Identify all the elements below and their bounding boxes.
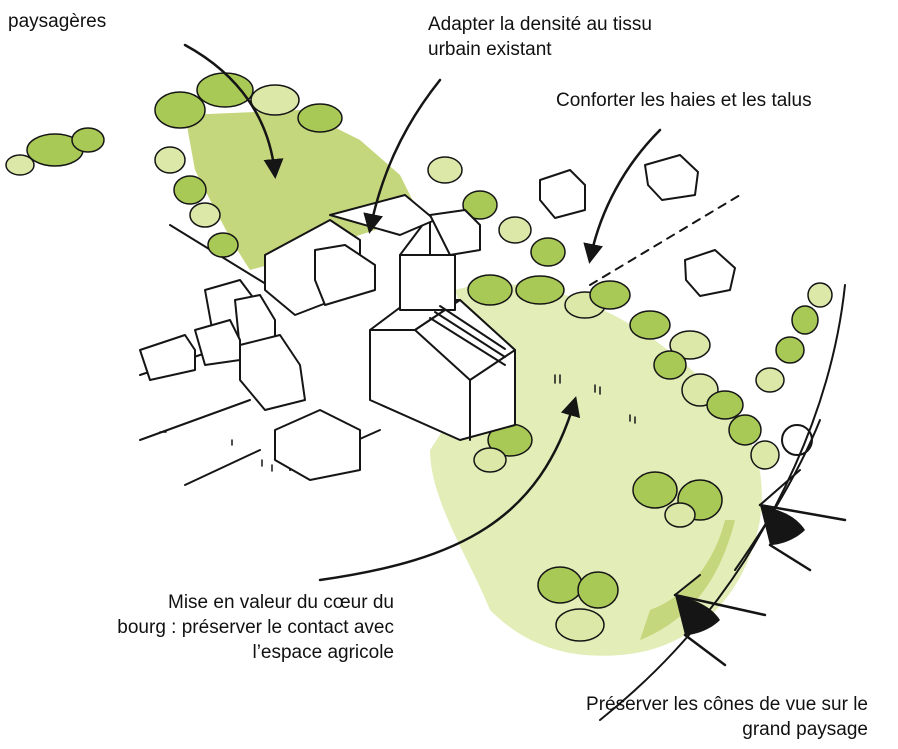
tree-clusters xyxy=(5,72,833,642)
eye-cone-icon xyxy=(758,469,847,572)
annotation-density: Adapter la densité au tissu urbain exist… xyxy=(428,14,652,60)
annotation-view-cones: Préserver les cônes de vue sur le grand … xyxy=(586,694,868,740)
tree-canopy-icon xyxy=(5,127,105,176)
tree-canopy-icon xyxy=(755,282,833,393)
curved-arrow-icon xyxy=(183,43,284,179)
annotation-village-heart: Mise en valeur du cœur du bourg : préser… xyxy=(117,592,394,663)
tree-canopy-icon xyxy=(154,146,239,258)
tree-canopy-icon xyxy=(467,274,711,360)
curved-arrow-icon xyxy=(318,396,581,582)
curved-arrow-icon xyxy=(583,128,662,264)
annotation-hedges: Conforter les haies et les talus xyxy=(556,90,812,111)
annotation-arrows xyxy=(183,43,662,582)
tree-canopy-icon xyxy=(473,423,533,473)
eye-cone-icon xyxy=(673,574,767,667)
annotation-top-left: paysagères xyxy=(8,11,107,32)
house-cluster-right xyxy=(539,154,736,297)
tree-canopy-icon xyxy=(537,566,619,642)
tree-canopy-icon xyxy=(154,72,343,133)
grass-marks xyxy=(159,374,636,472)
tree-canopy-icon xyxy=(427,156,566,267)
buildings xyxy=(139,154,736,481)
house-cluster-left xyxy=(139,279,361,481)
tree-canopy-icon xyxy=(653,350,780,470)
tree-canopy-icon xyxy=(632,471,723,528)
curved-arrow-icon xyxy=(363,78,442,234)
roundabout xyxy=(781,424,813,456)
hedge-dashes xyxy=(589,194,741,286)
meadow-edge-strip xyxy=(640,520,735,640)
top-meadow xyxy=(185,110,420,270)
